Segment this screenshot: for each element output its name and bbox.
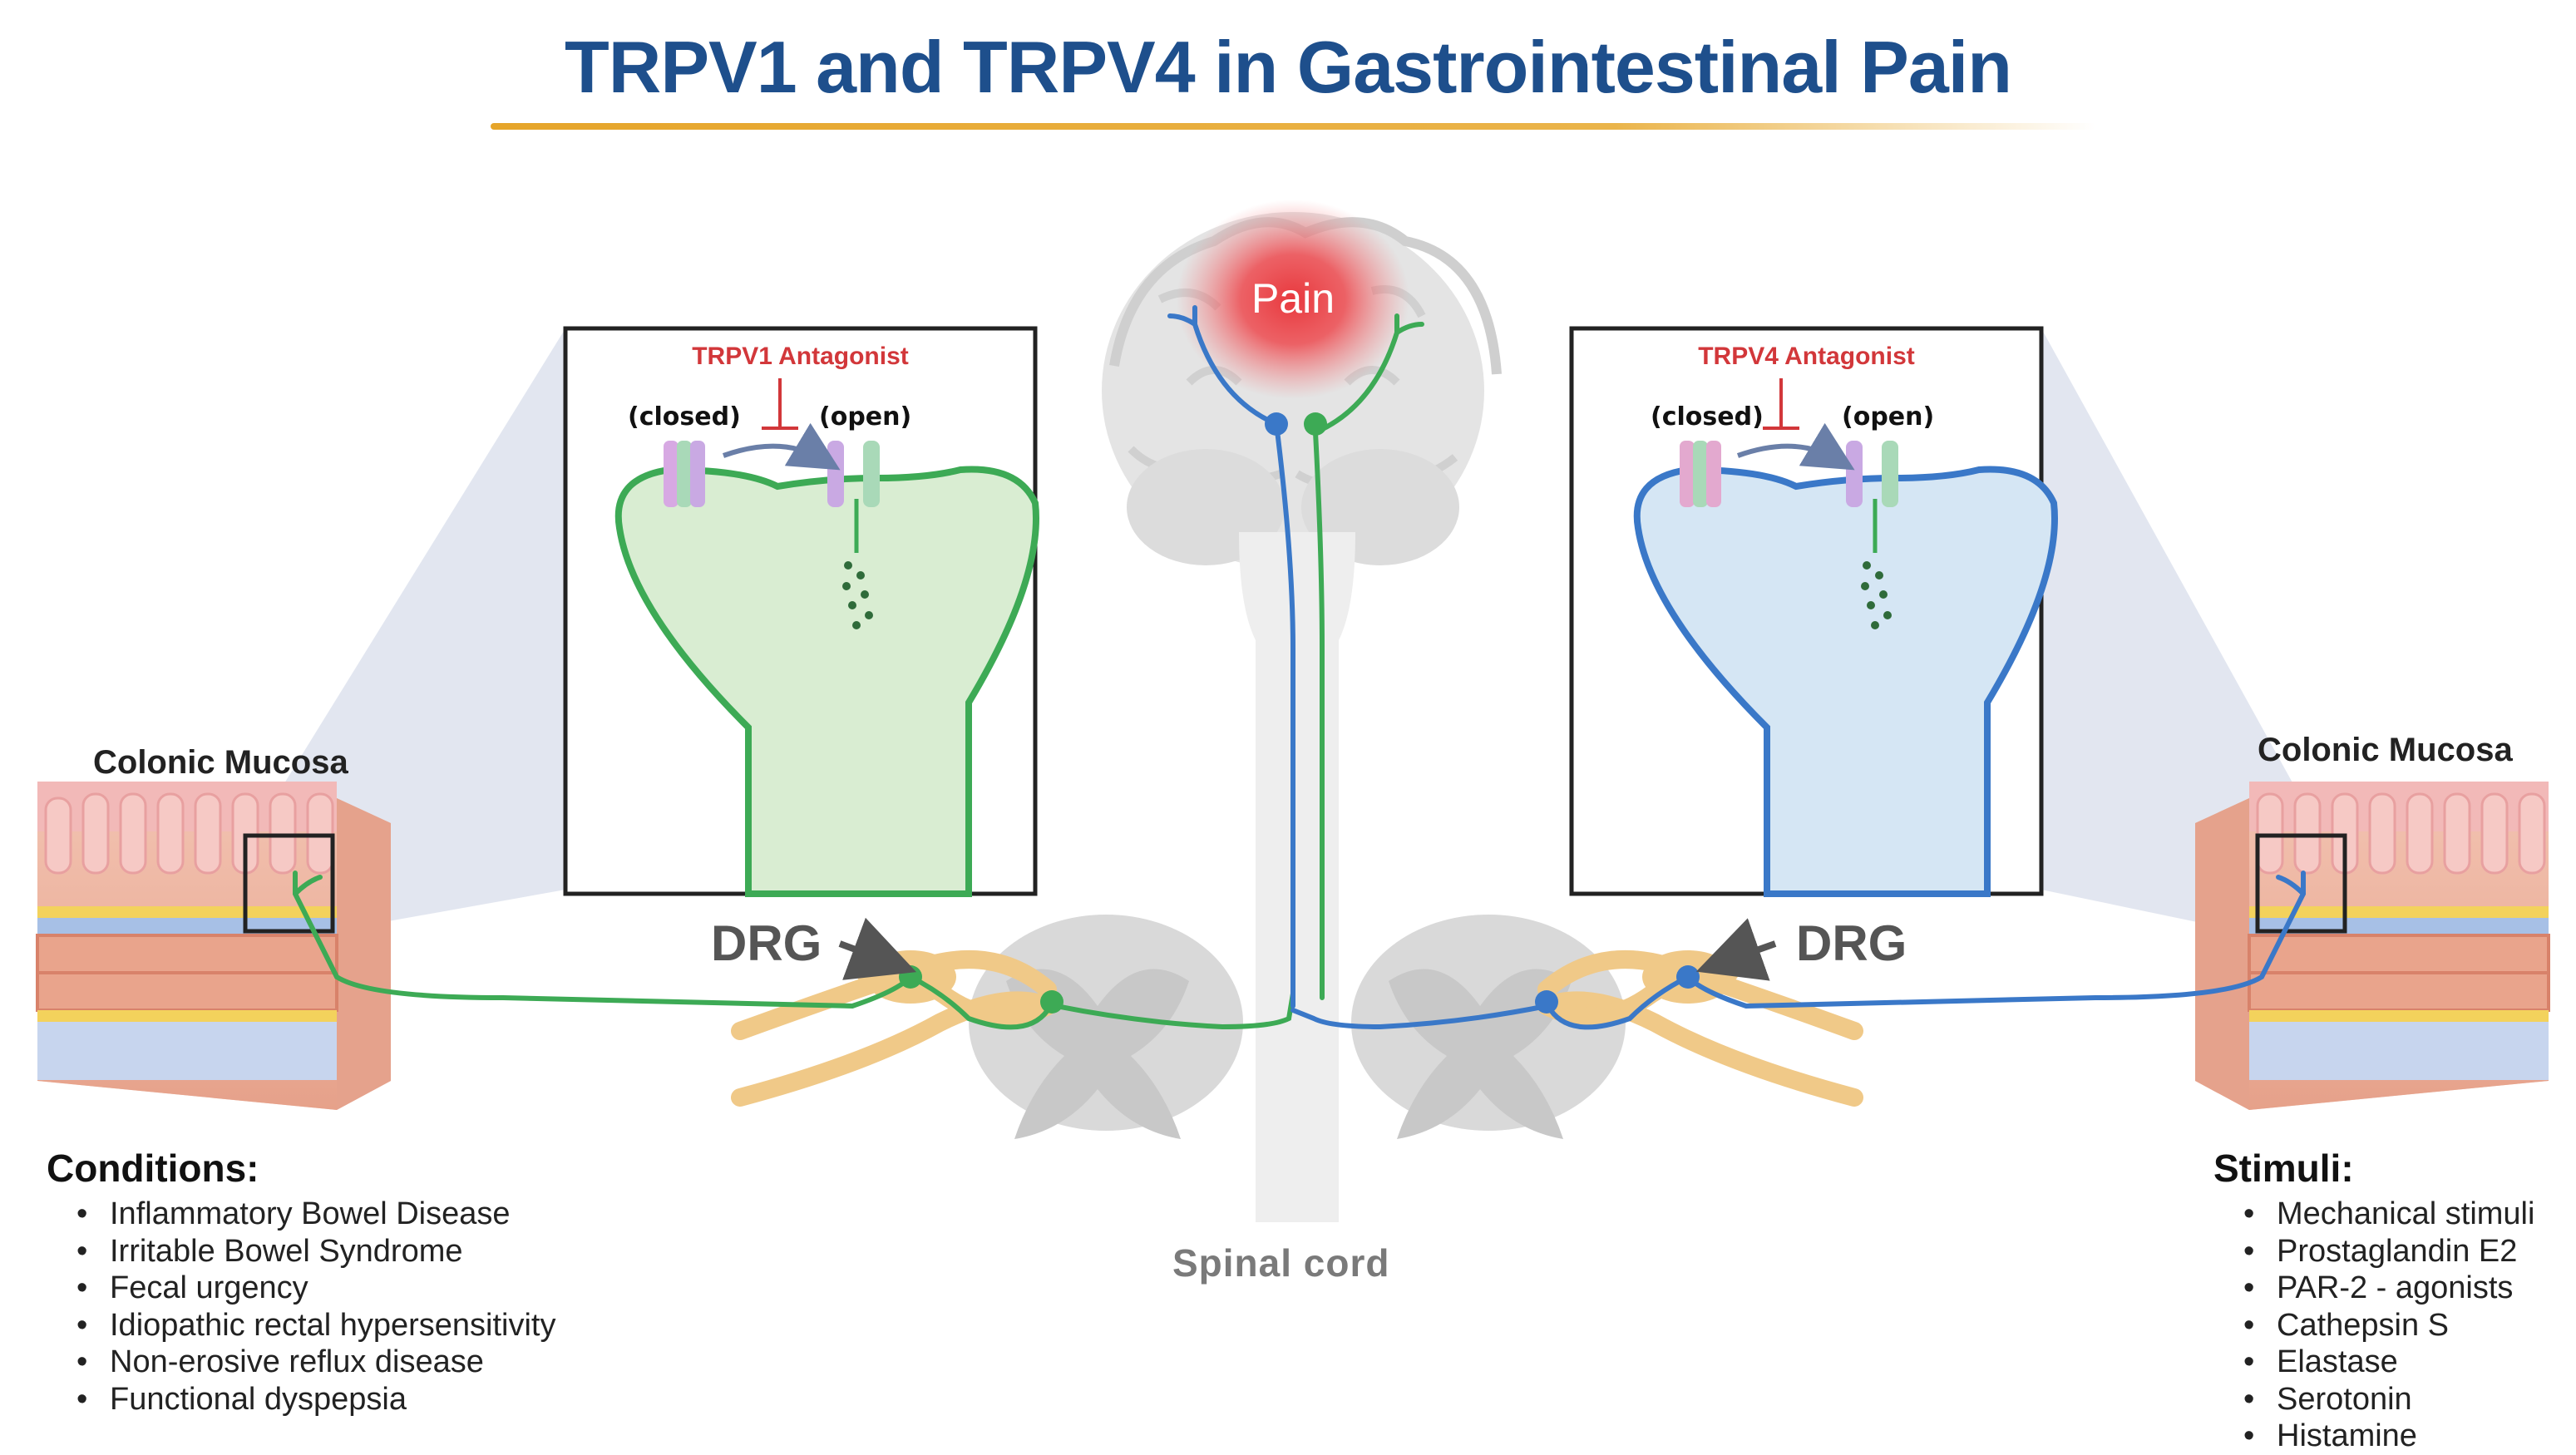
ion-dots-right xyxy=(1861,561,1892,629)
trpv4-antagonist-label: TRPV4 Antagonist xyxy=(1698,343,1915,370)
pain-glow xyxy=(1177,200,1409,399)
neuron-terminal-trpv4 xyxy=(1633,466,2058,897)
list-item: Inflammatory Bowel Disease xyxy=(47,1196,555,1233)
title-underline xyxy=(491,123,2095,130)
list-item: Idiopathic rectal hypersensitivity xyxy=(47,1307,555,1344)
spinal-cord-column xyxy=(1239,532,1355,1222)
conditions-title: Conditions: xyxy=(47,1147,259,1190)
dorsal-horn-synapse-trpv4 xyxy=(1535,990,1558,1014)
trpv4-neuron-pathway xyxy=(1167,305,2306,1030)
stimuli-title: Stimuli: xyxy=(2213,1147,2354,1190)
brain-synapse-trpv4 xyxy=(1265,412,1288,436)
colonic-mucosa-label-right: Colonic Mucosa xyxy=(2258,732,2513,768)
list-item: Prostaglandin E2 xyxy=(2213,1233,2534,1270)
drg-label-left: DRG xyxy=(711,915,822,971)
drg-arrow-right xyxy=(1695,918,1777,981)
stimuli-list: Mechanical stimuli Prostaglandin E2 PAR-… xyxy=(2213,1196,2534,1455)
conditions-list: Inflammatory Bowel Disease Irritable Bow… xyxy=(47,1196,555,1418)
drg-soma-trpv1 xyxy=(899,965,922,989)
trpv1-antagonist-label: TRPV1 Antagonist xyxy=(692,343,909,370)
list-item: Fecal urgency xyxy=(47,1270,555,1307)
trpv1-closed-label: (closed) xyxy=(628,402,741,432)
brain-synapse-trpv1 xyxy=(1304,412,1327,436)
channel-open-arrow-left xyxy=(722,422,841,471)
trpv1-neuron-pathway xyxy=(293,313,1424,1030)
conditions-panel: Conditions: Inflammatory Bowel Disease I… xyxy=(47,1146,555,1418)
spinal-section-left xyxy=(969,915,1243,1139)
stimuli-panel: Stimuli: Mechanical stimuli Prostaglandi… xyxy=(2213,1146,2534,1455)
list-item: PAR-2 - agonists xyxy=(2213,1270,2534,1307)
trpv4-channel-closed xyxy=(1680,441,1721,507)
drg-arrow-left xyxy=(838,917,917,980)
trpv1-open-label: (open) xyxy=(819,402,912,432)
drg-label-right: DRG xyxy=(1796,915,1907,971)
trpv4-closed-label: (closed) xyxy=(1651,402,1764,432)
list-item: Elastase xyxy=(2213,1344,2534,1381)
drg-soma-trpv4 xyxy=(1676,965,1700,989)
diagram-title: TRPV1 and TRPV4 in Gastrointestinal Pain xyxy=(565,26,2012,108)
zoom-cone-right xyxy=(2041,328,2324,931)
ion-dots-left xyxy=(842,561,873,629)
colonic-mucosa-block-left xyxy=(36,782,391,1110)
spinal-cord-label: Spinal cord xyxy=(1172,1241,1390,1285)
list-item: Serotonin xyxy=(2213,1381,2534,1418)
trpv1-channel-closed xyxy=(664,441,705,507)
colonic-mucosa-block-right xyxy=(2195,782,2550,1110)
list-item: Cathepsin S xyxy=(2213,1307,2534,1344)
list-item: Histamine xyxy=(2213,1418,2534,1455)
trpv4-open-label: (open) xyxy=(1842,402,1935,432)
list-item: Irritable Bowel Syndrome xyxy=(47,1233,555,1270)
dorsal-horn-synapse-trpv1 xyxy=(1040,990,1063,1014)
channel-open-arrow-right xyxy=(1736,422,1855,471)
list-item: Non-erosive reflux disease xyxy=(47,1344,555,1381)
colonic-mucosa-label-left: Colonic Mucosa xyxy=(93,744,348,781)
pain-label: Pain xyxy=(1251,275,1335,322)
list-item: Mechanical stimuli xyxy=(2213,1196,2534,1233)
neuron-terminal-trpv1 xyxy=(614,466,1039,897)
list-item: Functional dyspepsia xyxy=(47,1381,555,1418)
zoom-cone-left xyxy=(249,328,565,931)
